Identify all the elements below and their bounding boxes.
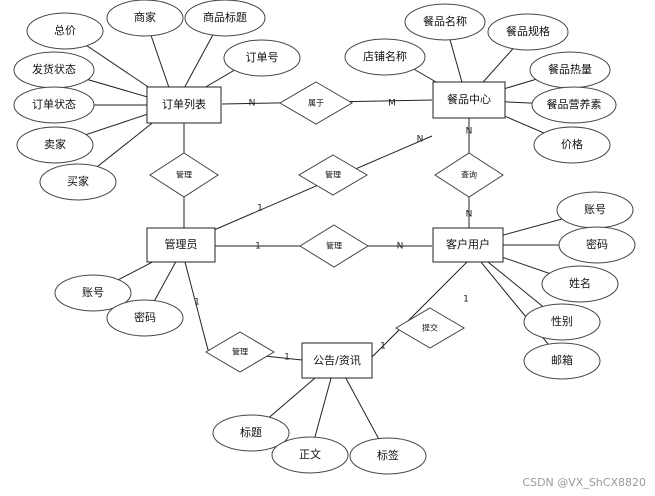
attr-notice-tag: 标签 — [377, 448, 399, 462]
attr-order-status: 订单状态 — [32, 97, 76, 111]
card-submit-customer: 1 — [463, 295, 469, 305]
attr-customer-account: 账号 — [584, 203, 606, 216]
card-order-belongs: N — [249, 99, 256, 109]
attr-customer-email: 邮箱 — [551, 353, 573, 367]
card-manage-meal-side: N — [417, 135, 424, 145]
attr-shop-name: 店铺名称 — [363, 49, 407, 63]
entity-order-list: 订单列表 — [162, 97, 206, 111]
attr-meal-nutrients: 餐品营养素 — [547, 97, 602, 111]
attr-admin-password: 密码 — [134, 310, 156, 324]
rel-manage-meal: 管理 — [325, 170, 341, 180]
attr-customer-password: 密码 — [586, 237, 608, 251]
attr-notice-body: 正文 — [299, 447, 321, 461]
attr-meal-name: 餐品名称 — [423, 14, 467, 28]
card-admin-manage-notice: 1 — [194, 298, 200, 308]
rel-belongs: 属于 — [308, 99, 324, 108]
meal-center-attributes: 餐品名称 餐品规格 店铺名称 餐品热量 餐品营养素 价格 — [344, 3, 617, 164]
attr-total-price: 总价 — [54, 23, 76, 37]
entities: 订单列表 餐品中心 管理员 客户用户 公告/资讯 — [146, 81, 506, 379]
card-admin-manage-user: 1 — [255, 242, 261, 252]
attr-price: 价格 — [561, 137, 583, 151]
card-meal-view: N — [466, 127, 473, 137]
entity-notice: 公告/资讯 — [313, 354, 361, 367]
entity-customer: 客户用户 — [446, 237, 490, 251]
cardinality-labels: N M 1 N N N 1 N 1 1 1 1 — [194, 99, 472, 363]
relationships: 属于 管理 管理 查询 管理 管理 提交 — [149, 81, 504, 373]
rel-manage-notice: 管理 — [232, 347, 248, 357]
admin-attributes: 账号 密码 — [54, 274, 184, 337]
watermark: CSDN @VX_ShCX8820 — [522, 476, 646, 489]
card-view-customer: N — [466, 210, 473, 220]
card-admin-manage-meal: 1 — [257, 204, 263, 214]
rel-manage-order: 管理 — [176, 170, 192, 180]
attr-meal-spec: 餐品规格 — [506, 24, 550, 38]
card-manage-notice-side: 1 — [284, 353, 290, 363]
rel-view: 查询 — [461, 170, 477, 180]
attr-admin-account: 账号 — [82, 286, 104, 299]
attr-product-title: 商品标题 — [203, 10, 247, 24]
customer-attributes: 账号 密码 姓名 性别 邮箱 — [523, 191, 636, 380]
entity-meal-center: 餐品中心 — [447, 92, 491, 106]
card-notice-submit: 1 — [380, 342, 386, 352]
entity-admin: 管理员 — [165, 237, 198, 251]
attr-customer-gender: 性别 — [551, 314, 573, 328]
attr-notice-title: 标题 — [240, 425, 262, 439]
attr-meal-calories: 餐品热量 — [548, 62, 592, 76]
attr-buyer: 买家 — [67, 174, 89, 188]
rel-manage-user: 管理 — [326, 241, 342, 251]
attr-merchant: 商家 — [134, 10, 156, 24]
card-belongs-meal: M — [388, 99, 396, 109]
attr-shipping-status: 发货状态 — [32, 62, 76, 76]
card-manage-user-customer: N — [397, 242, 404, 252]
attr-order-number: 订单号 — [246, 51, 279, 64]
order-list-attributes: 总价 商家 商品标题 订单号 发货状态 订单状态 卖家 买家 — [13, 0, 301, 201]
notice-attributes: 标题 正文 标签 — [212, 414, 427, 475]
attr-seller: 卖家 — [44, 137, 66, 151]
rel-submit: 提交 — [422, 323, 438, 333]
attr-customer-name: 姓名 — [569, 276, 591, 290]
